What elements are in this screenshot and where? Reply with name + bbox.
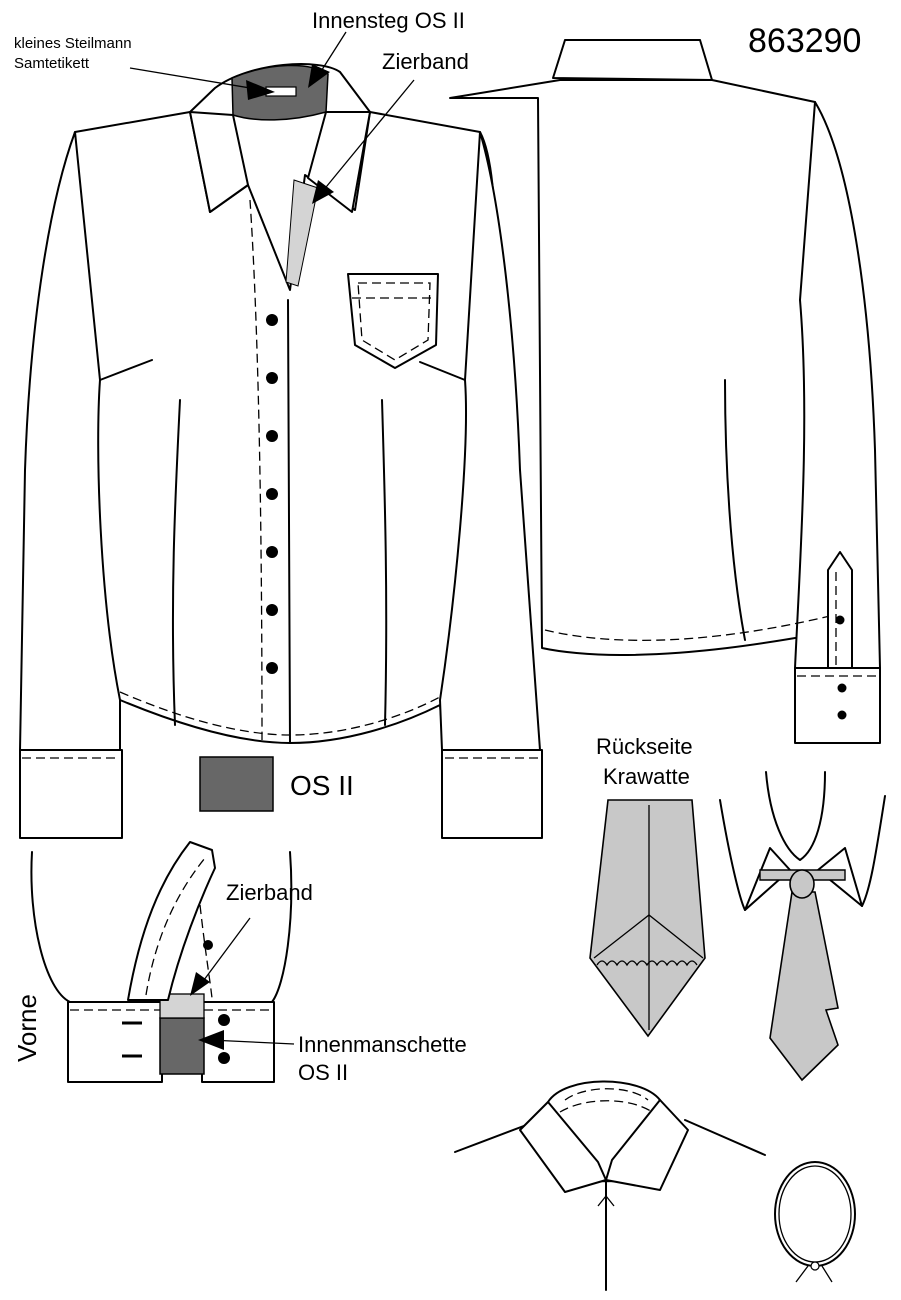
label-front-side: Vorne xyxy=(12,994,42,1062)
cuff-left-part xyxy=(67,1001,163,1083)
collar-closeup-right-wing xyxy=(605,1099,689,1191)
tie-knot xyxy=(789,869,815,899)
article-number: 863290 xyxy=(748,22,861,60)
back-sleeve-placket xyxy=(827,551,853,669)
front-buttons xyxy=(266,314,278,674)
back-right-cuff xyxy=(794,667,881,744)
button xyxy=(266,314,278,326)
back-shirt-view xyxy=(449,39,881,744)
button xyxy=(835,615,845,625)
label-inner-cuff-2: OS II xyxy=(298,1060,348,1085)
loop-ring xyxy=(774,1161,856,1267)
button xyxy=(837,710,847,720)
button xyxy=(203,940,213,950)
front-left-cuff xyxy=(19,749,123,839)
button xyxy=(218,1014,230,1026)
button xyxy=(266,372,278,384)
button xyxy=(266,488,278,500)
button xyxy=(837,683,847,693)
front-placket-edge xyxy=(287,299,291,744)
label-tie-back-1: Rückseite xyxy=(596,734,693,759)
label-deco-band-top: Zierband xyxy=(382,49,469,74)
cuff-sleeve-placket xyxy=(127,841,216,1001)
front-right-cuff xyxy=(441,749,543,839)
label-tie-back-2: Krawatte xyxy=(603,764,690,789)
fabric-swatch-os2 xyxy=(199,756,274,812)
label-inner-cuff-1: Innenmanschette xyxy=(298,1032,467,1057)
loop-detail xyxy=(774,1161,856,1283)
button xyxy=(218,1052,230,1064)
label-small-steilmann-tag: kleines Steilmann Samtetikett xyxy=(14,35,136,72)
front-shirt-view xyxy=(19,63,543,839)
tie-back-view xyxy=(589,799,706,1038)
tie-worn-view xyxy=(719,771,886,1082)
collar-closeup-view xyxy=(454,1080,766,1291)
label-deco-band-cuff: Zierband xyxy=(226,880,313,905)
label-small-steilmann-tag-line2: Samtetikett xyxy=(14,55,90,72)
front-collar-left-wing xyxy=(189,111,249,213)
label-small-steilmann-tag-text: kleines Steilmann xyxy=(14,35,132,52)
button xyxy=(266,546,278,558)
collar-closeup-left-wing xyxy=(519,1101,607,1193)
button xyxy=(266,604,278,616)
button xyxy=(266,430,278,442)
fabric-swatch-label: OS II xyxy=(290,770,354,801)
label-inner-band: Innensteg OS II xyxy=(312,8,465,33)
inner-cuff-os2 xyxy=(159,1017,205,1075)
button xyxy=(266,662,278,674)
back-collar-stand xyxy=(552,39,713,81)
tie-back-shape xyxy=(589,799,706,1038)
cuff-detail-view xyxy=(30,841,295,1083)
tie-blade xyxy=(769,891,839,1082)
deco-band-placket xyxy=(285,179,319,287)
callout-arrows-top xyxy=(129,31,415,204)
